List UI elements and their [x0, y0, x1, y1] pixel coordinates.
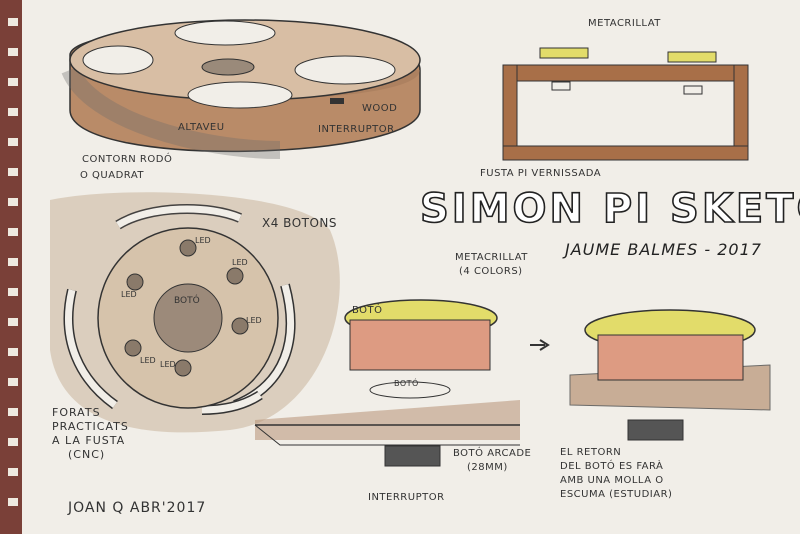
- led-label-4: LED: [160, 360, 176, 369]
- label-x4-botons: X4 BOTONS: [262, 216, 338, 230]
- label-boto-arcade-1: BOTÓ ARCADE: [453, 448, 532, 459]
- label-interruptor-bottom: INTERRUPTOR: [368, 492, 445, 503]
- label-boto-arcade-2: (28MM): [467, 462, 508, 473]
- led-label-5: LED: [140, 356, 156, 365]
- label-contorn-2: O QUADRAT: [80, 170, 144, 181]
- label-retorn-2: DEL BOTÓ ES FARÀ: [560, 461, 664, 472]
- label-retorn-3: AMB UNA MOLLA O: [560, 475, 664, 486]
- label-altaveu: ALTAVEU: [178, 122, 225, 133]
- led-label-2: LED: [232, 258, 248, 267]
- label-boto-inner: BOTÓ: [394, 379, 419, 388]
- label-retorn-1: EL RETORN: [560, 447, 622, 458]
- label-contorn-1: CONTORN RODÓ: [82, 154, 173, 165]
- label-metacrillat-mid-2: (4 COLORS): [459, 266, 523, 277]
- button-section-pressed-sketch: [530, 309, 771, 441]
- led-label-3: LED: [246, 316, 262, 325]
- label-forats-1: FORATS: [52, 406, 101, 419]
- label-forats-4: (CNC): [68, 448, 106, 461]
- led-label-6: LED: [121, 290, 137, 299]
- signature: JOAN Q ABR'2017: [68, 500, 207, 516]
- led-label-1: LED: [195, 236, 211, 245]
- sketch-title: SIMON PI SKETCH: [419, 185, 800, 233]
- label-forats-2: PRACTICATS: [52, 420, 129, 433]
- sketch-author: JAUME BALMES - 2017: [565, 240, 762, 259]
- button-section-sketch: [254, 299, 520, 467]
- round-base-sketch: [61, 19, 421, 159]
- label-boto-center: BOTÓ: [174, 296, 200, 306]
- label-fusta: FUSTA PI VERNISSADA: [480, 168, 602, 179]
- label-metacrillat-mid-1: METACRILLAT: [455, 252, 528, 263]
- label-wood: WOOD: [362, 103, 398, 114]
- label-interruptor-top: INTERRUPTOR: [318, 124, 395, 135]
- label-forats-3: A LA FUSTA: [52, 434, 126, 447]
- side-frame-sketch: [502, 47, 749, 161]
- top-view-sketch: [50, 192, 340, 433]
- label-retorn-4: ESCUMA (ESTUDIAR): [560, 489, 673, 500]
- label-metacrillat-top: METACRILLAT: [588, 18, 661, 29]
- label-boto-disc: BOTÓ: [352, 305, 383, 316]
